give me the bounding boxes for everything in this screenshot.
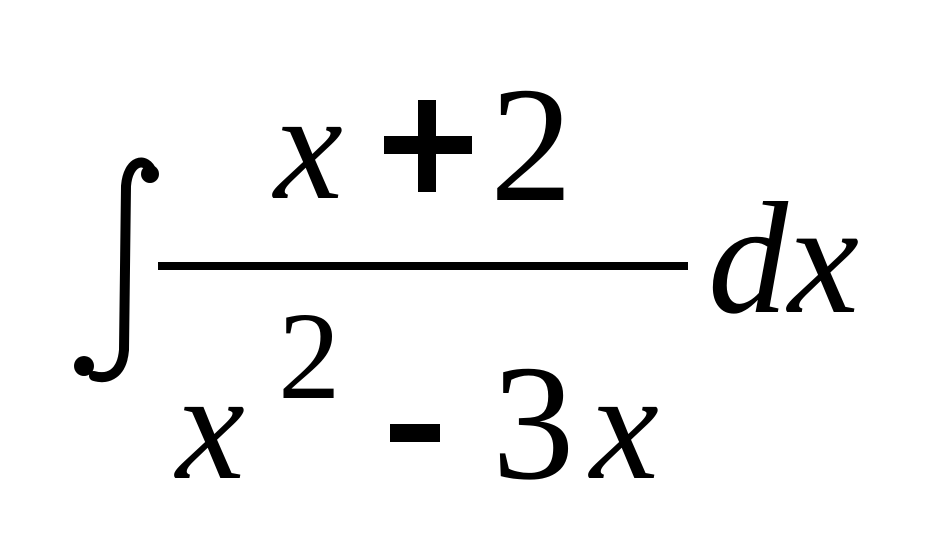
numerator-constant: 2 — [490, 53, 573, 236]
minus-icon — [390, 424, 440, 442]
denominator-variable-2: x — [588, 340, 659, 512]
integral-sign — [89, 157, 157, 383]
denominator-exponent: 2 — [278, 288, 341, 426]
denominator-variable: x — [174, 340, 245, 512]
integral-sign-bottom-dot — [74, 356, 94, 376]
denominator-coefficient: 3 — [492, 331, 575, 514]
integral-sign-top-dot — [141, 165, 159, 183]
numerator-variable: x — [272, 60, 343, 232]
fraction-bar — [158, 262, 688, 270]
plus-icon — [384, 100, 472, 192]
differential: dx — [708, 169, 859, 347]
